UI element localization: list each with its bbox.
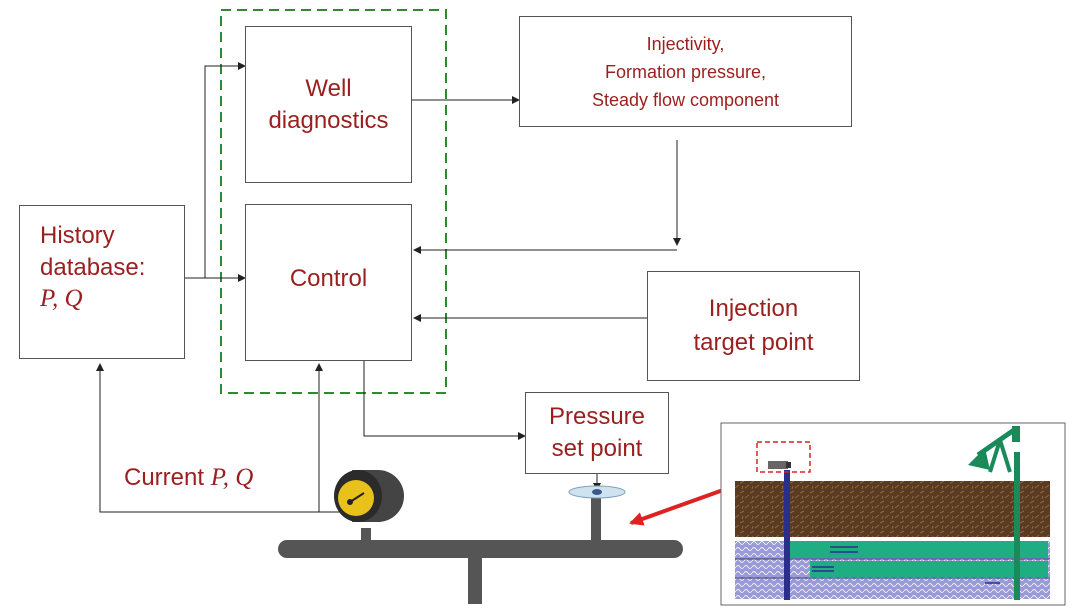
control-to-setpoint-arrow bbox=[363, 360, 526, 440]
pressure-set-point-box: Pressure set point bbox=[525, 392, 669, 474]
valve-icon bbox=[568, 485, 626, 499]
history-to-diagnostics-arrow bbox=[204, 62, 246, 278]
pressure-gauge-icon bbox=[334, 470, 404, 522]
history-database-label: History database: bbox=[40, 222, 146, 281]
outputs-box: Injectivity, Formation pressure, Steady … bbox=[519, 16, 852, 127]
history-database-box: History database: P, Q bbox=[19, 205, 185, 359]
output-injectivity: Injectivity, bbox=[646, 33, 725, 54]
control-box: Control bbox=[245, 204, 412, 361]
well-diagnostics-box: Well diagnostics bbox=[245, 26, 412, 183]
current-prefix: Current bbox=[124, 464, 205, 491]
diagnostics-control-group bbox=[220, 9, 447, 394]
output-steady-flow: Steady flow component bbox=[591, 89, 780, 110]
injection-target-box: Injection target point bbox=[647, 271, 860, 381]
gauge-to-history-arrow bbox=[96, 363, 340, 513]
pump-jack-icon bbox=[968, 426, 1020, 473]
current-pq-label: Current P, Q bbox=[124, 464, 253, 492]
history-database-vars: P, Q bbox=[40, 285, 83, 312]
injection-pipe bbox=[278, 496, 683, 604]
current-vars: P, Q bbox=[210, 464, 254, 491]
well-head-icon bbox=[768, 461, 791, 469]
output-formation-pressure: Formation pressure, bbox=[604, 61, 767, 82]
well-cross-section bbox=[720, 422, 1066, 606]
